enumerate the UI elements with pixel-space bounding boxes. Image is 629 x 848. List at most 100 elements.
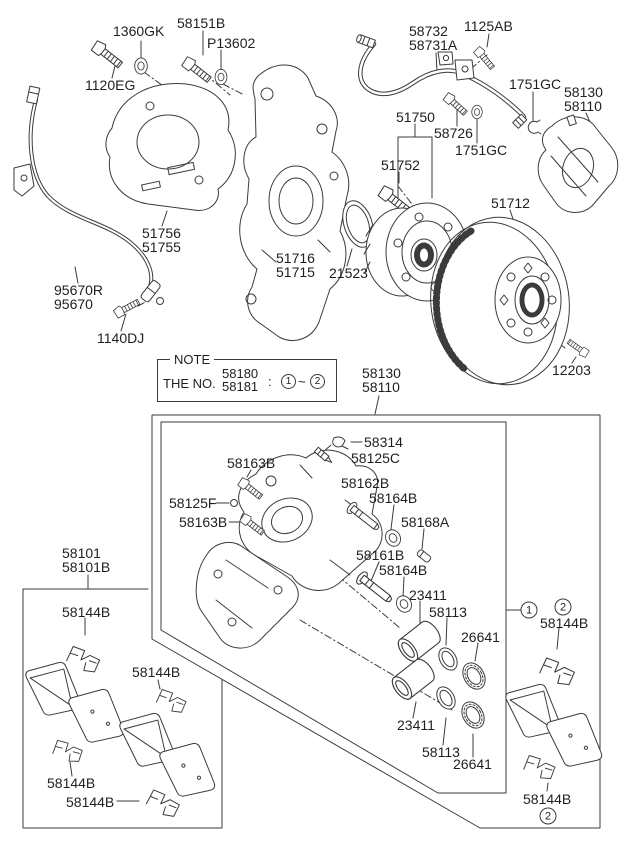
circled-marker-marker-2-bottom: 2	[539, 807, 557, 825]
part-number-text: 21523	[329, 265, 368, 281]
bolt-12203-icon	[565, 337, 591, 359]
main-outer-box	[151, 414, 601, 829]
part-number-text: 51716	[276, 250, 315, 266]
bolt-1140dj-icon	[112, 296, 142, 319]
pad-clip-left-3-icon	[48, 733, 86, 770]
bleeder-58125c-icon	[313, 446, 333, 463]
part-label-1751GC-upper: 1751GC	[509, 77, 561, 91]
part-number-text: 58168A	[401, 514, 450, 530]
part-number-text: 23411	[397, 717, 435, 733]
part-label-58144B-right-top: 58144B	[540, 616, 588, 630]
note-tilde: ~	[298, 374, 306, 389]
part-label-51712: 51712	[491, 196, 530, 210]
abs-cable-95670-icon	[13, 85, 164, 305]
part-number-text: 51755	[142, 239, 181, 255]
part-number-text: 1360GK	[113, 23, 165, 39]
part-number-text: 51715	[276, 264, 315, 280]
part-number-text: 58161B	[356, 547, 405, 563]
part-label-26641-lower: 26641	[453, 757, 492, 771]
part-number-text: 58151B	[177, 15, 226, 31]
part-number-text: 58163B	[179, 514, 228, 530]
part-number-text: 58726	[434, 125, 473, 141]
main-inner-box	[160, 421, 507, 794]
part-label-58164B-upper: 58164B	[369, 491, 417, 505]
part-number-text: 58113	[422, 744, 460, 760]
part-number-text: 23411	[409, 587, 447, 603]
pad-kit-box	[22, 588, 223, 829]
part-number-text: 58164B	[369, 490, 418, 506]
note-box: NOTE THE NO. 58180 58181 : 1 ~ 2	[157, 352, 337, 402]
part-label-58125C: 58125C	[351, 451, 400, 465]
knuckle-51716-icon	[239, 64, 350, 341]
part-number-text: 58130	[564, 84, 603, 100]
part-number-text: 58101B	[62, 559, 111, 575]
part-number-text: 58110	[564, 98, 602, 114]
part-number-text: 58125F	[169, 495, 217, 511]
part-label-1751GC-lower: 1751GC	[455, 143, 507, 157]
clip-58314-icon	[332, 436, 349, 450]
part-label-58113-lower: 58113	[422, 745, 460, 759]
note-part-number-2: 58181	[222, 379, 259, 394]
note-part-numbers: 58180 58181	[222, 367, 258, 393]
part-number-text: 58113	[429, 604, 467, 620]
circled-marker-marker-1: 1	[520, 601, 538, 619]
part-label-51752: 51752	[381, 158, 420, 172]
part-number-text: 58163B	[227, 455, 276, 471]
washer-1751gc-icon	[471, 104, 483, 120]
part-label-23411-lower: 23411	[397, 718, 435, 732]
part-number-text: 1140DJ	[97, 330, 145, 346]
part-number-text: 58144B	[62, 604, 111, 620]
rotor-51712-icon	[430, 216, 570, 386]
part-number-text: 1120EG	[85, 77, 136, 93]
part-label-1120EG: 1120EG	[85, 78, 135, 92]
part-number-text: 58144B	[540, 615, 589, 631]
part-number-text: 95670R	[54, 282, 104, 298]
piston-23411-upper-icon	[394, 617, 445, 666]
hub-51750-icon	[363, 202, 469, 302]
part-number-text: 1751GC	[509, 76, 562, 92]
caliper-bracket-icon	[195, 541, 299, 649]
part-number-text: 12203	[552, 362, 591, 378]
boot-26641-lower-icon	[456, 697, 490, 733]
seal-58113-lower-icon	[432, 683, 460, 713]
brake-hose-58732-icon	[356, 34, 528, 129]
pad-clip-right-2-icon	[519, 748, 559, 787]
part-number-text: P13602	[207, 35, 256, 51]
part-number-text: 58125C	[351, 450, 401, 466]
part-label-58151B: 58151B	[177, 16, 225, 30]
part-label-58163B-lower: 58163B	[179, 515, 227, 529]
bolt-1120eg-icon	[90, 38, 126, 71]
boot-26641-upper-icon	[457, 658, 491, 694]
piston-23411-lower-icon	[388, 655, 439, 704]
note-colon: :	[268, 374, 272, 389]
part-number-text: 51756	[142, 225, 181, 241]
part-number-text: 58314	[364, 434, 403, 450]
washer-1360gk-icon	[134, 57, 148, 75]
caliper-58130-top-icon	[537, 114, 619, 213]
part-label-1140DJ: 1140DJ	[97, 331, 144, 345]
part-label-1360GK: 1360GK	[113, 24, 164, 38]
part-label-58314: 58314	[364, 435, 403, 449]
clip-1751gc-icon	[527, 119, 542, 135]
part-number-text: 58144B	[66, 794, 115, 810]
part-label-58144B-left-1: 58144B	[62, 605, 110, 619]
part-label-58125F: 58125F	[169, 496, 216, 510]
note-prefix: THE NO.	[163, 376, 216, 391]
part-number-text: 58162B	[341, 475, 390, 491]
pad-clip-left-4-icon	[143, 784, 182, 822]
part-label-21523: 21523	[329, 266, 368, 280]
note-range-to-marker: 2	[310, 374, 325, 389]
part-number-text: 51752	[381, 157, 420, 173]
part-number-text: 58732	[409, 23, 448, 39]
part-label-58162B: 58162B	[341, 476, 389, 490]
part-label-58144B-left-4: 58144B	[66, 795, 114, 809]
